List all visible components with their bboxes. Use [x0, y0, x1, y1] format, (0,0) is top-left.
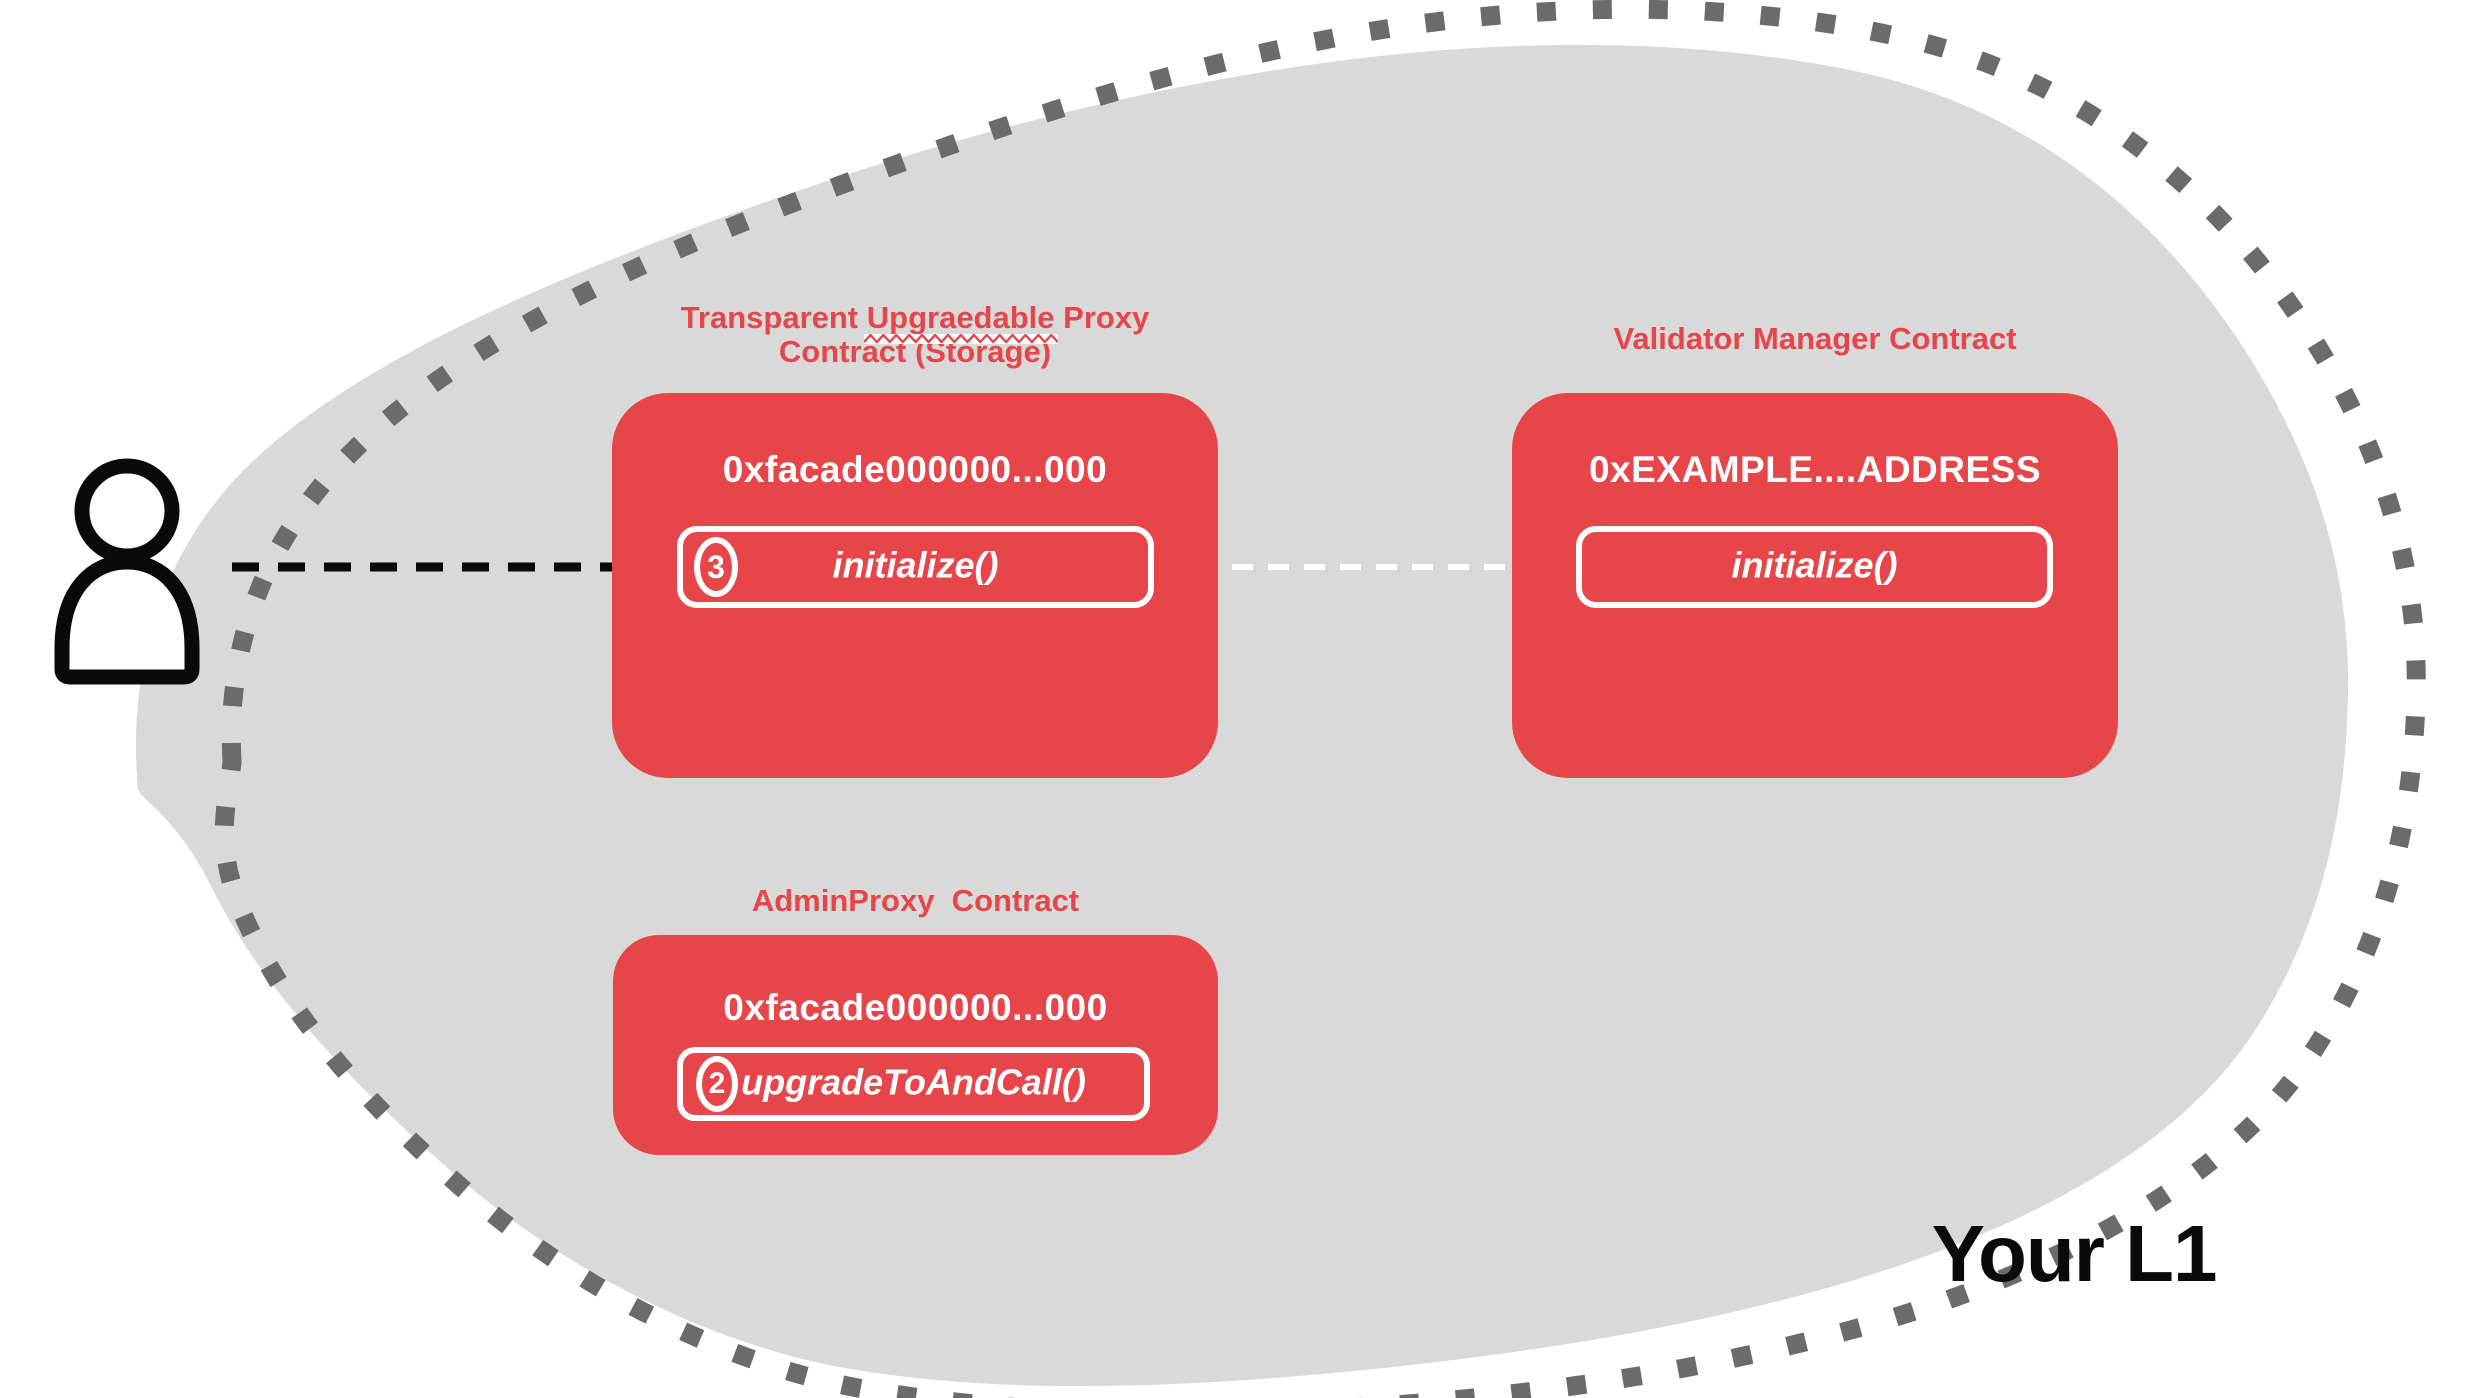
proxy-contract-title: Transparent Upgraedable Proxy Contract (…: [612, 301, 1218, 369]
step-2-badge: 2: [696, 1056, 738, 1112]
validator-contract-address: 0xEXAMPLE....ADDRESS: [1588, 449, 2042, 490]
proxy-contract-card: 0xfacade000000...000 3 initialize(): [612, 393, 1218, 778]
user-icon: [54, 458, 200, 685]
admin-upgrade-button: 2 upgradeToAndCall(): [677, 1047, 1150, 1121]
validator-initialize-label: initialize(): [1731, 544, 1898, 586]
validator-initialize-button: initialize(): [1576, 526, 2053, 608]
validator-contract-title: Validator Manager Contract: [1613, 321, 2017, 356]
proxy-title-misspelled-word: Upgraedable: [863, 301, 1058, 344]
step-3-badge: 3: [694, 537, 738, 597]
spellcheck-squiggle: [863, 334, 1058, 344]
proxy-title-post: Proxy: [1054, 300, 1150, 335]
proxy-title-line1: Transparent Upgraedable Proxy: [680, 300, 1150, 344]
admin-upgrade-label: upgradeToAndCall(): [741, 1061, 1086, 1103]
region-label-your-l1: Your L1: [1931, 1209, 2218, 1298]
admin-contract-card: 0xfacade000000...000 2 upgradeToAndCall(…: [613, 935, 1218, 1155]
validator-contract-card: 0xEXAMPLE....ADDRESS initialize(): [1512, 393, 2118, 778]
proxy-initialize-button: 3 initialize(): [677, 526, 1154, 608]
admin-contract-address: 0xfacade000000...000: [723, 987, 1108, 1028]
l1-blob-dotted-border: [214, 0, 2426, 1398]
proxy-contract-address: 0xfacade000000...000: [722, 449, 1108, 490]
proxy-initialize-label: initialize(): [832, 544, 999, 586]
proxy-title-pre: Transparent: [680, 300, 867, 335]
admin-contract-title: AdminProxy Contract: [751, 883, 1080, 918]
